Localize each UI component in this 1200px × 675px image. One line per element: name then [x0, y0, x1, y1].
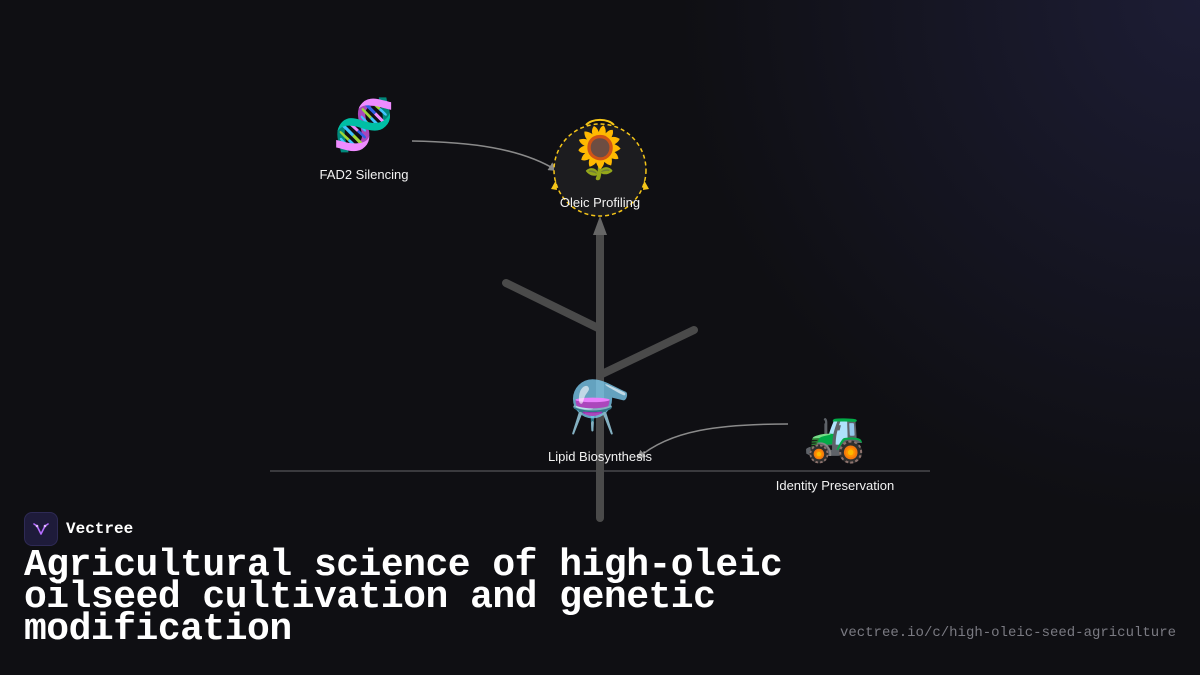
edge-fad2-to-oleic	[411, 140, 558, 171]
node-label-identity: Identity Preservation	[775, 478, 895, 493]
sunflower-icon: 🌻	[568, 124, 632, 182]
oleic-node-background	[554, 124, 646, 216]
edge-identity-to-lipid	[636, 423, 789, 460]
brand-name: Vectree	[66, 520, 134, 538]
vectree-logo-icon	[24, 512, 58, 546]
node-label-fad2: FAD2 Silencing	[319, 167, 409, 182]
brand: Vectree	[24, 512, 133, 546]
oleic-ring-left-spark	[551, 180, 557, 190]
dna-icon: 🧬	[332, 96, 396, 154]
node-label-lipid: Lipid Biosynthesis	[547, 449, 653, 464]
oleic-highlight-ring	[553, 123, 647, 217]
tree-branch-right	[598, 326, 698, 378]
trunk-arrowhead	[593, 216, 607, 235]
tractor-icon: 🚜	[803, 407, 867, 465]
flask-icon: ⚗️	[568, 378, 632, 436]
tree-branch-left	[502, 279, 602, 332]
oleic-ring-right-spark	[643, 180, 649, 190]
page-title: Agricultural science of high-oleic oilse…	[24, 544, 783, 651]
node-label-oleic: Oleic Profiling	[559, 195, 641, 210]
oleic-ring-top-arc	[585, 118, 615, 126]
source-url: vectree.io/c/high-oleic-seed-agriculture	[839, 625, 1176, 641]
